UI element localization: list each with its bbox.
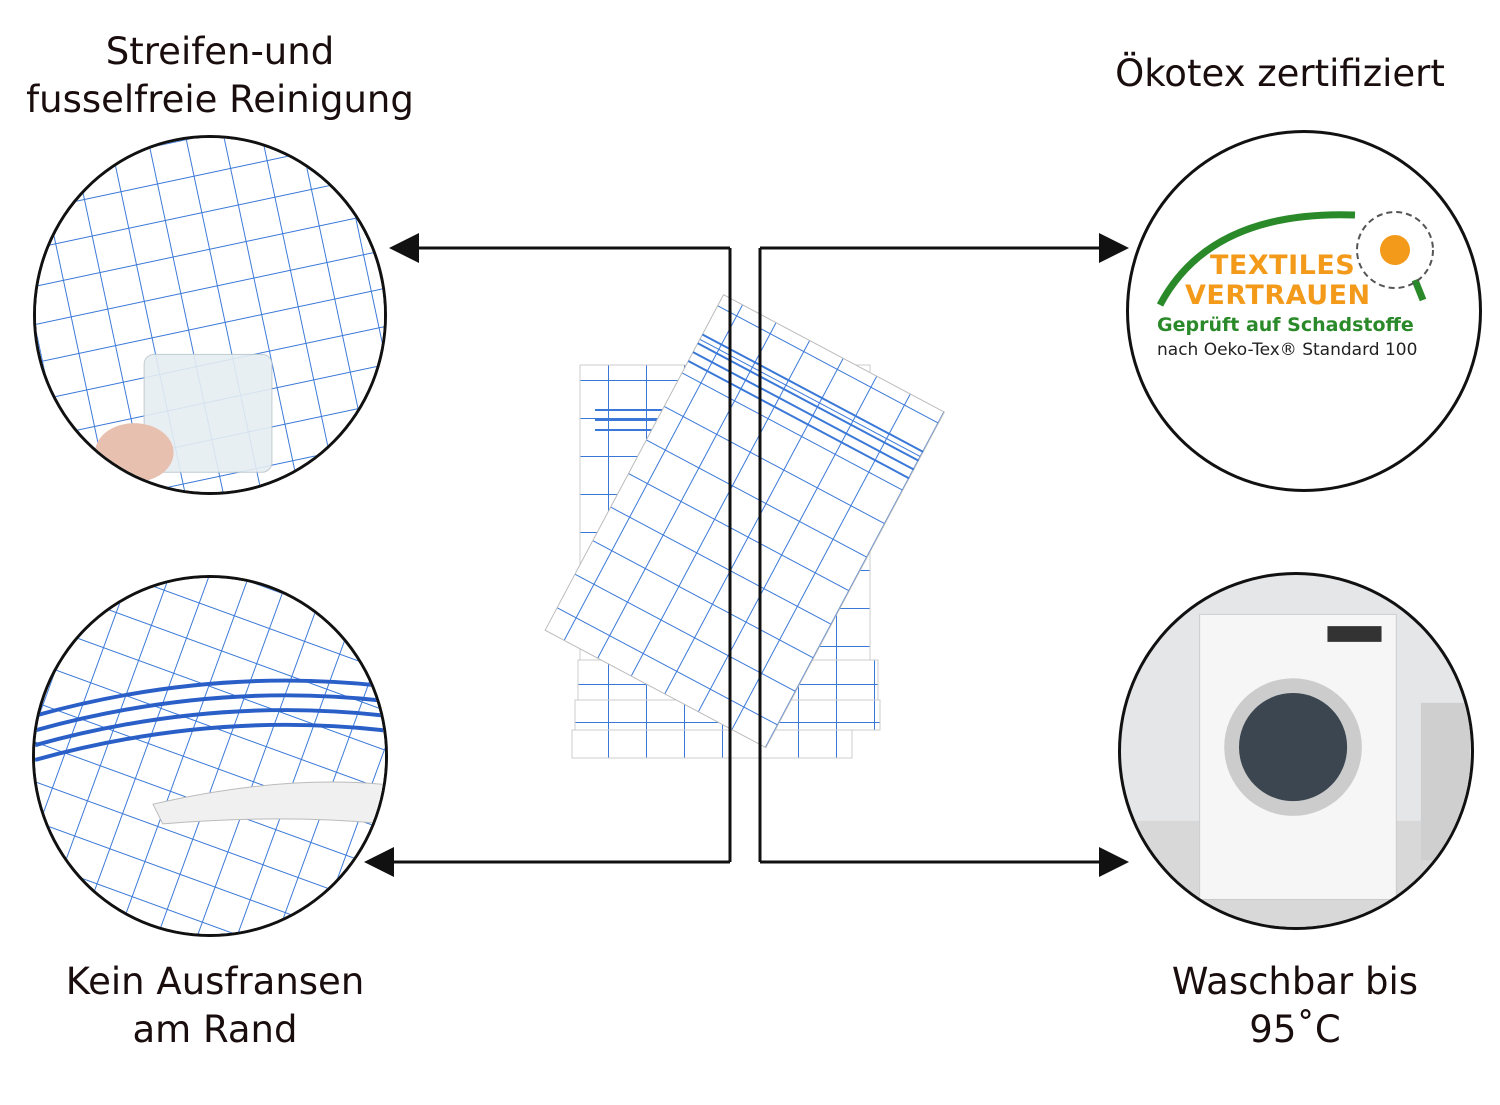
logo-text: TEXTILES — [1210, 250, 1356, 281]
title-line: Waschbar bis — [1171, 960, 1419, 1003]
logo-text: VERTRAUEN — [1185, 280, 1371, 311]
title-line: am Rand — [132, 1008, 298, 1051]
towel-stack-image — [544, 294, 945, 759]
feature-title-no-fraying: Kein Ausfransen am Rand — [10, 958, 420, 1054]
feature-title-oekotex: Ökotex zertifiziert — [1090, 50, 1470, 98]
logo-text: Geprüft auf Schadstoffe — [1157, 314, 1414, 336]
feature-title-washable: Waschbar bis 95˚C — [1110, 958, 1480, 1054]
oekotex-logo: TEXTILES VERTRAUEN Geprüft auf Schadstof… — [1130, 200, 1470, 370]
glass-cleaning-image — [33, 135, 387, 495]
title-line: Ökotex zertifiziert — [1115, 52, 1445, 95]
title-line: fusselfreie Reinigung — [26, 78, 414, 121]
feature-title-lint-free: Streifen-und fusselfreie Reinigung — [10, 28, 430, 124]
edge-detail-image — [32, 575, 388, 937]
logo-text: nach Oeko-Tex® Standard 100 — [1157, 340, 1418, 360]
title-line: Streifen-und — [105, 30, 335, 73]
title-line: 95˚C — [1249, 1008, 1341, 1051]
oekotex-logo-circle — [1126, 130, 1482, 492]
title-line: Kein Ausfransen — [65, 960, 365, 1003]
washing-machine-image — [1118, 572, 1474, 930]
